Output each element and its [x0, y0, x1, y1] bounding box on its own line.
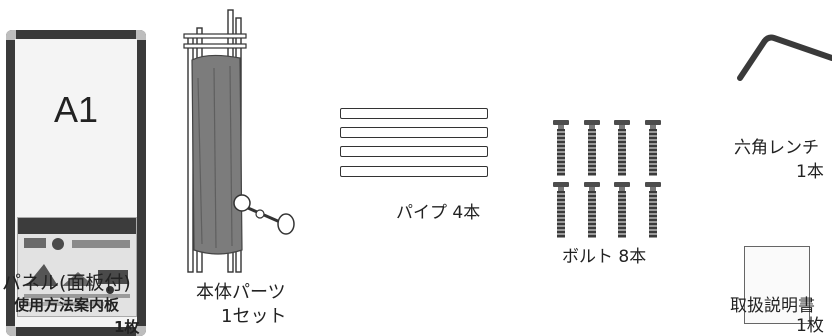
usage-guide-illustration — [24, 238, 130, 306]
pipe — [340, 166, 488, 177]
panel-corner — [6, 30, 16, 40]
bolt — [614, 120, 630, 176]
hex-wrench-illustration — [737, 34, 832, 81]
pipe-label: パイプ 4本 — [396, 203, 481, 223]
body-parts-illustration — [183, 9, 295, 273]
pipe — [340, 146, 488, 157]
bolt — [645, 182, 661, 238]
pipe — [340, 127, 488, 138]
body-parts-qty-label: 1セット — [221, 306, 287, 327]
bolt-label: ボルト 8本 — [562, 247, 647, 267]
bolt — [584, 120, 600, 176]
body-parts-name-label: 本体パーツ — [196, 282, 286, 303]
usage-guide-sticker — [17, 217, 137, 317]
panel-corner — [136, 326, 146, 336]
manual-qty-label: 1枚 — [796, 316, 824, 336]
panel-qty-label: 1枚 — [114, 318, 140, 336]
panel-sub-label: 使用方法案内板 — [14, 296, 120, 314]
bolt — [645, 120, 661, 176]
instruction-manual-illustration — [744, 246, 810, 324]
panel-size-label: A1 — [53, 89, 99, 130]
hex-wrench-qty-label: 1本 — [796, 162, 824, 182]
panel-name-label: パネル(面板付) — [2, 272, 131, 294]
pipe — [340, 108, 488, 119]
panel-corner — [136, 30, 146, 40]
panel-illustration: A1 — [6, 30, 146, 336]
sticker-header-band — [18, 218, 136, 234]
panel-corner — [6, 326, 16, 336]
panel-face: A1 — [15, 39, 137, 327]
bolt — [553, 120, 569, 176]
bolt — [614, 182, 630, 238]
hex-wrench-name-label: 六角レンチ — [734, 138, 819, 158]
bolt — [553, 182, 569, 238]
manual-name-label: 取扱説明書 — [730, 296, 815, 316]
bolt — [584, 182, 600, 238]
